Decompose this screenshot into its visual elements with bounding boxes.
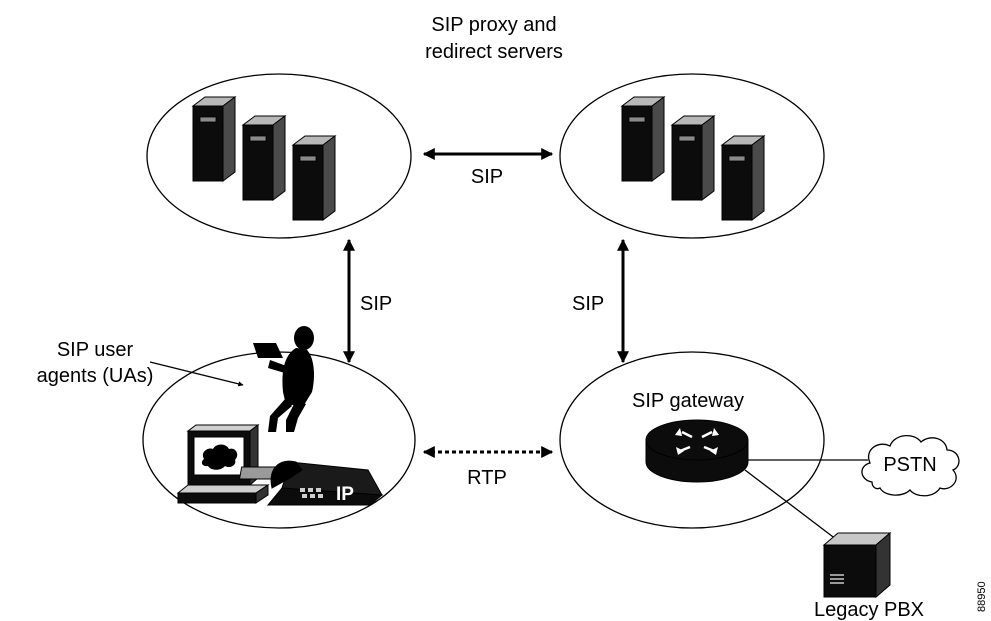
server-tower-icon (192, 96, 336, 221)
server-tower-icon (621, 96, 765, 221)
router-pbx-link (744, 469, 846, 547)
figure-number: 88950 (976, 581, 988, 612)
user-agents-label-line2: agents (UAs) (37, 365, 154, 387)
user-agents-label: SIP user (57, 339, 134, 361)
pbx-label: Legacy PBX (814, 599, 924, 621)
sip-link-top-label: SIP (471, 166, 503, 188)
rtp-link-label: RTP (467, 467, 507, 489)
desktop-computer-icon (176, 424, 270, 504)
sip-link-left-label: SIP (360, 293, 392, 315)
pstn-label: PSTN (883, 454, 936, 476)
cloud-icon: PSTN (861, 435, 960, 497)
ip-phone-badge: IP (336, 484, 354, 505)
servers-title-line2: redirect servers (425, 41, 563, 63)
pbx-icon (822, 531, 892, 599)
gateway-label: SIP gateway (632, 390, 744, 412)
gateway-cluster (559, 351, 825, 529)
right-server-cluster (559, 73, 825, 239)
left-server-cluster (146, 73, 412, 239)
router-icon (645, 419, 749, 483)
ip-phone-icon: IP (238, 460, 384, 506)
sip-link-right-label: SIP (572, 293, 604, 315)
user-agents-pointer (149, 361, 244, 387)
person-with-laptop-icon (253, 326, 314, 432)
servers-title: SIP proxy and (431, 14, 556, 36)
